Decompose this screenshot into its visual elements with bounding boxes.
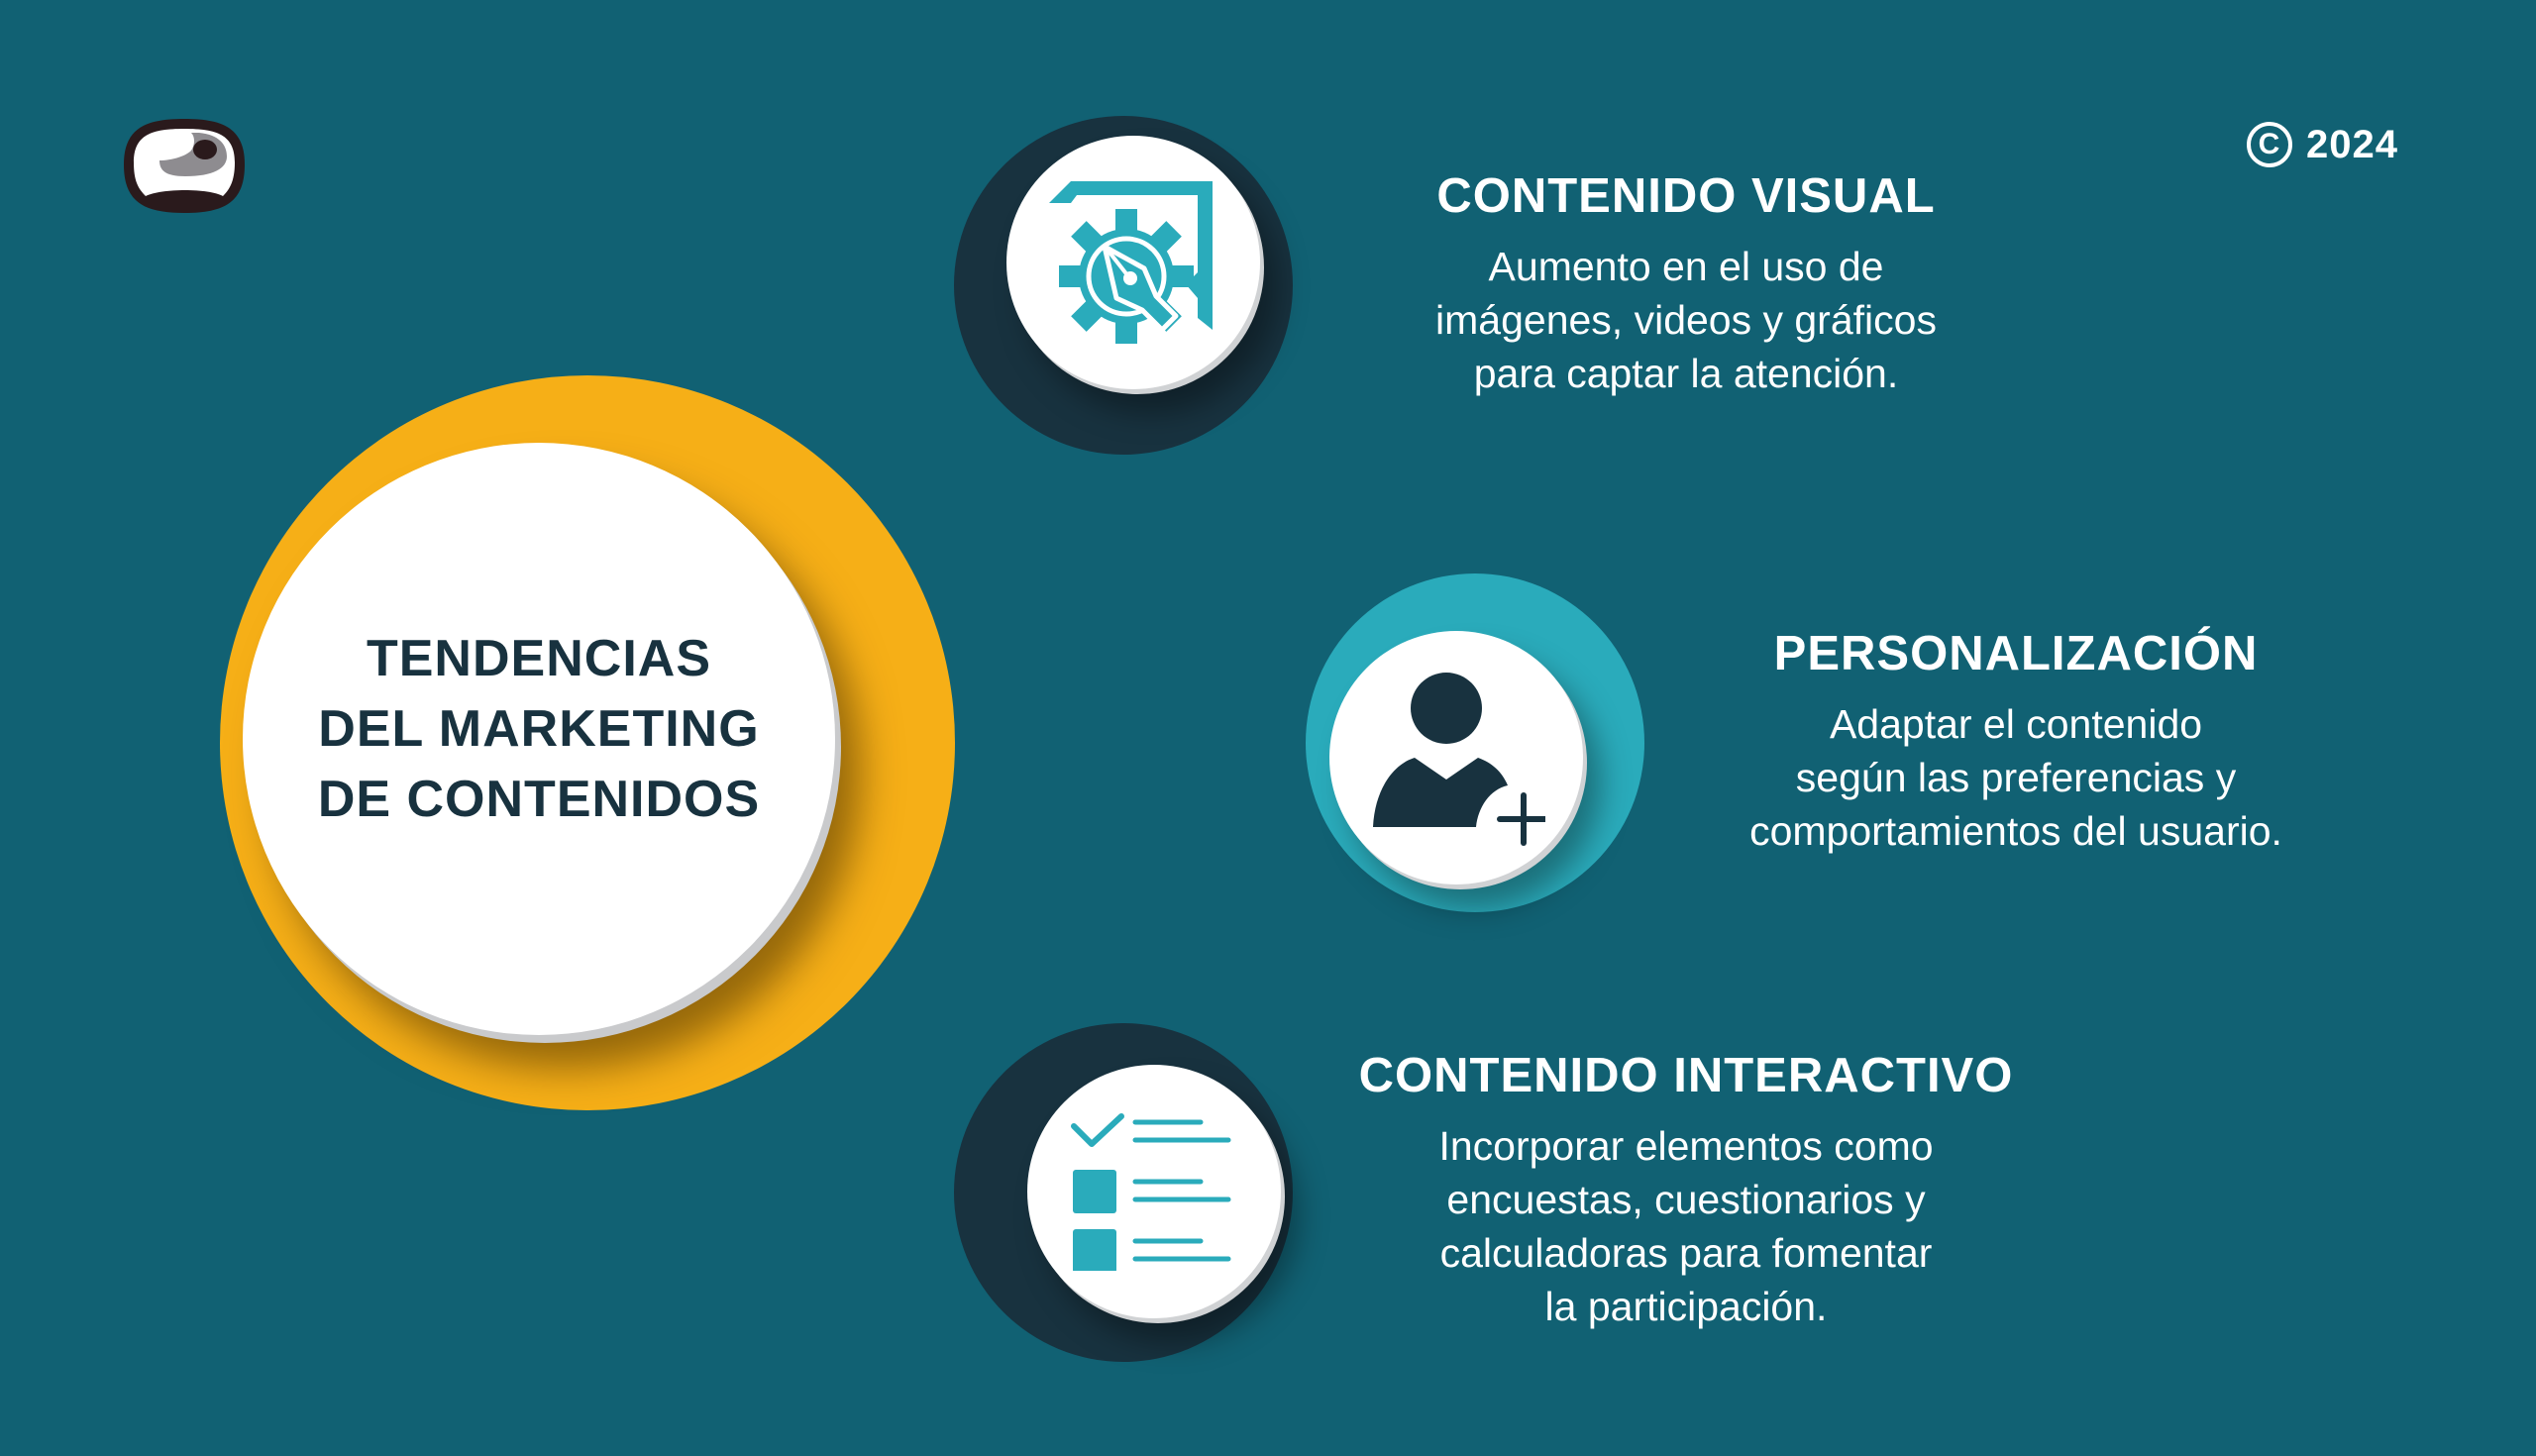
item-body: Adaptar el contenido según las preferenc… [1639, 697, 2392, 858]
item-body: Incorporar elementos como encuestas, cue… [1310, 1119, 2062, 1333]
item-body-line: Adaptar el contenido [1829, 701, 2203, 747]
copyright-icon: C [2247, 122, 2292, 167]
item-body-line: según las preferencias y [1795, 755, 2237, 800]
item-heading: PERSONALIZACIÓN [1773, 627, 2259, 680]
item-body: Aumento en el uso de imágenes, videos y … [1310, 240, 2062, 400]
item-interactive-icon-circle [1027, 1065, 1281, 1318]
item-personalization-text: PERSONALIZACIÓN Adaptar el contenido seg… [1639, 624, 2392, 858]
item-personalization-icon-circle [1329, 631, 1583, 884]
main-title-line: DE CONTENIDOS [317, 771, 761, 828]
checklist-icon [1071, 1113, 1231, 1271]
item-interactive-text: CONTENIDO INTERACTIVO Incorporar element… [1310, 1046, 2062, 1333]
title-white-circle [243, 443, 835, 1035]
copyright-year: 2024 [2306, 122, 2398, 166]
item-body-line: la participación. [1544, 1284, 1828, 1329]
main-title-line: TENDENCIAS [366, 630, 712, 687]
item-body-line: imágenes, videos y gráficos [1435, 297, 1937, 343]
item-heading: CONTENIDO INTERACTIVO [1358, 1049, 2014, 1102]
item-body-line: para captar la atención. [1473, 351, 1899, 396]
item-body-line: comportamientos del usuario. [1749, 808, 2282, 854]
item-body-line: Aumento en el uso de [1488, 244, 1884, 289]
item-heading: CONTENIDO VISUAL [1436, 169, 1936, 223]
copyright: C 2024 [2247, 117, 2398, 172]
item-body-line: encuestas, cuestionarios y [1446, 1177, 1926, 1222]
main-title: TENDENCIAS DEL MARKETING DE CONTENIDOS [243, 624, 835, 835]
design-gear-pen-icon [1049, 180, 1213, 344]
item-visual-icon-circle [1006, 136, 1260, 389]
brand-logo [122, 117, 247, 215]
item-visual-text: CONTENIDO VISUAL Aumento en el uso de im… [1310, 166, 2062, 400]
eye-logo-icon [124, 119, 245, 213]
add-user-icon [1373, 673, 1545, 846]
item-body-line: calculadoras para fomentar [1439, 1230, 1933, 1276]
main-title-line: DEL MARKETING [318, 700, 760, 758]
item-body-line: Incorporar elementos como [1438, 1123, 1934, 1169]
